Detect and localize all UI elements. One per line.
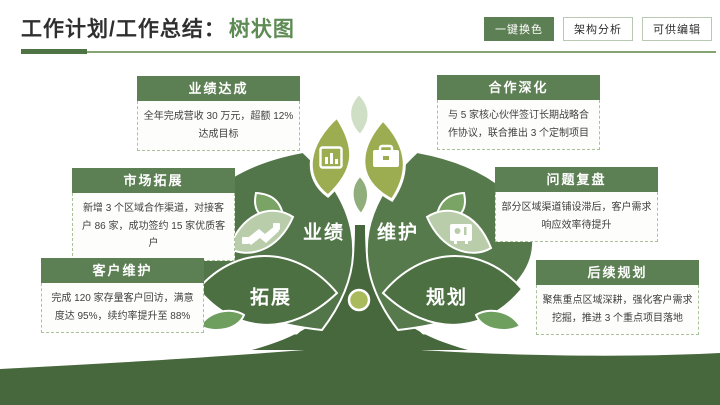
callout-customer-maintenance: 客户维护 完成 120 家存量客户回访，满意度达 95%，续约率提升至 88%: [41, 258, 204, 333]
page-title: 工作计划/工作总结：树状图: [21, 13, 295, 43]
leaf-label-expansion: 拓展: [249, 287, 293, 309]
recolor-button[interactable]: 一键换色: [484, 17, 554, 41]
analysis-button[interactable]: 架构分析: [563, 17, 633, 41]
title-underline-light: [21, 51, 716, 53]
briefcase-icon: [373, 144, 399, 167]
callout-body: 聚焦重点区域深耕，强化客户需求挖掘，推进 3 个重点项目落地: [536, 285, 699, 335]
trunk-shape: [252, 225, 468, 350]
report-icon: [319, 146, 343, 169]
callout-follow-up-planning: 后续规划 聚焦重点区域深耕，强化客户需求挖掘，推进 3 个重点项目落地: [536, 260, 699, 335]
callout-problem-review: 问题复盘 部分区域渠道铺设滞后，客户需求响应效率待提升: [495, 167, 658, 242]
trunk-bud-circle: [347, 288, 371, 312]
monitor-icon: [450, 224, 472, 244]
title-underline-dark: [21, 49, 87, 54]
page-title-prefix: 工作计划/工作总结：: [21, 18, 226, 41]
leaf-label-performance: 业绩: [302, 222, 346, 244]
handshake-icon: [242, 223, 280, 245]
small-top-leaf: [349, 92, 370, 137]
callout-body: 新增 3 个区域合作渠道，对接客户 86 家，成功签约 15 家优质客户: [72, 193, 235, 261]
ground-shape: [0, 339, 720, 405]
callout-title: 业绩达成: [137, 76, 300, 101]
callout-title: 合作深化: [437, 75, 600, 100]
callout-body: 与 5 家核心伙伴签订长期战略合作协议，联合推出 3 个定制项目: [437, 100, 600, 150]
bottom-accent-leaf-left: [198, 309, 246, 331]
leaf-label-maintenance: 维护: [376, 222, 420, 244]
callout-body: 完成 120 家存量客户回访，满意度达 95%，续约率提升至 88%: [41, 283, 204, 333]
small-mid-leaf: [351, 174, 369, 216]
leaf-label-planning: 规划: [425, 287, 469, 309]
page-title-highlight: 树状图: [228, 18, 295, 41]
callout-cooperation-deepening: 合作深化 与 5 家核心伙伴签订长期战略合作协议，联合推出 3 个定制项目: [437, 75, 600, 150]
callout-market-expansion: 市场拓展 新增 3 个区域合作渠道，对接客户 86 家，成功签约 15 家优质客…: [72, 168, 235, 261]
callout-title: 问题复盘: [495, 167, 658, 192]
callout-title: 后续规划: [536, 260, 699, 285]
callout-title: 市场拓展: [72, 168, 235, 193]
bottom-accent-leaf-right: [474, 309, 522, 331]
callout-body: 全年完成营收 30 万元，超额 12% 达成目标: [137, 101, 300, 151]
callout-performance-achievement: 业绩达成 全年完成营收 30 万元，超额 12% 达成目标: [137, 76, 300, 151]
callout-body: 部分区域渠道铺设滞后，客户需求响应效率待提升: [495, 192, 658, 242]
header-buttons: 一键换色 架构分析 可供编辑: [484, 17, 712, 41]
editable-button[interactable]: 可供编辑: [642, 17, 712, 41]
callout-title: 客户维护: [41, 258, 204, 283]
